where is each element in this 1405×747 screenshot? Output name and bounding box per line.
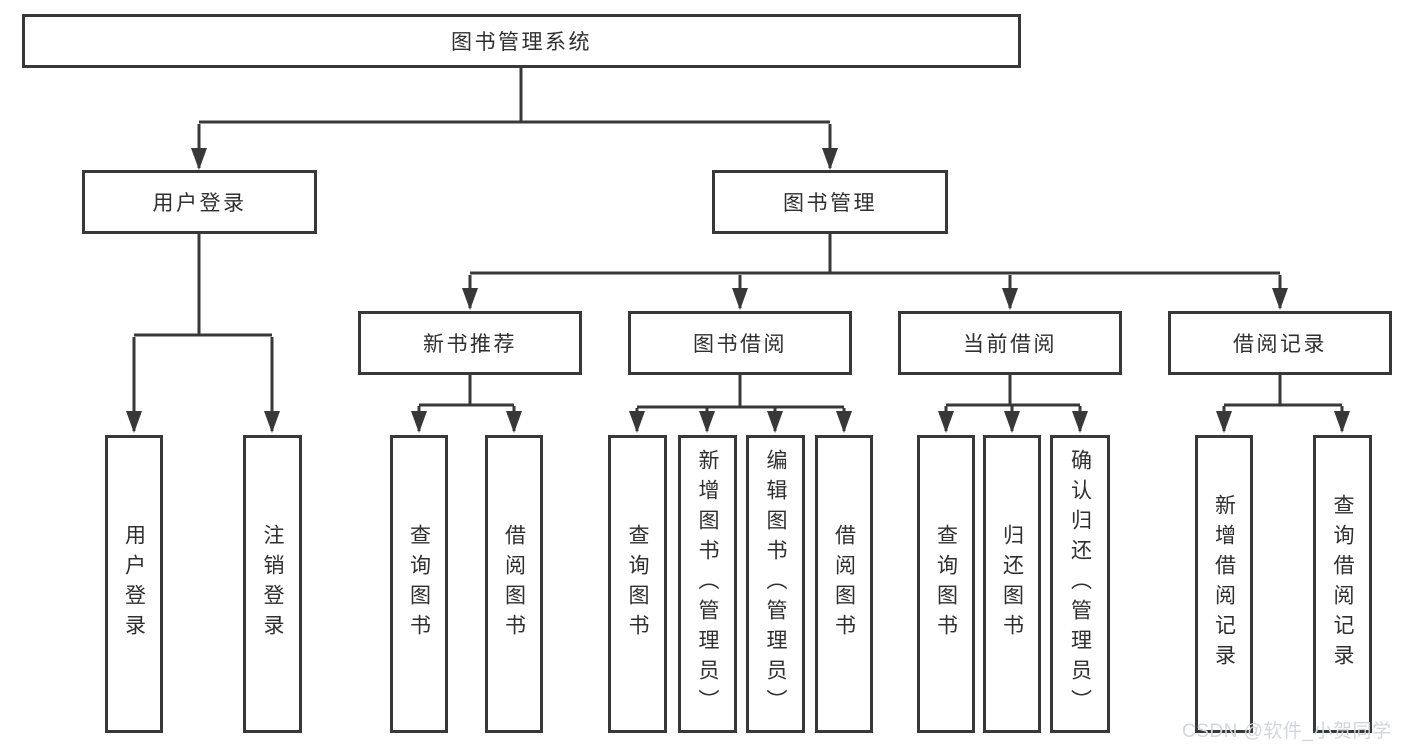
node-book-management: 图书管理 (712, 170, 948, 234)
leaf-edit-books-admin-label: 编辑图书（管理员） (764, 449, 787, 719)
leaf-query-books-current-label: 查询图书 (934, 524, 958, 644)
leaf-query-books-borrow: 查询图书 (608, 435, 667, 733)
leaf-edit-books-admin: 编辑图书（管理员） (746, 435, 805, 733)
leaf-borrow-books-recommend-label: 借阅图书 (502, 524, 526, 644)
leaf-confirm-return-admin: 确认归还（管理员） (1050, 435, 1110, 733)
leaf-borrow-books-recommend: 借阅图书 (485, 435, 543, 733)
node-root-system: 图书管理系统 (22, 14, 1021, 68)
leaf-query-books-recommend-label: 查询图书 (407, 524, 431, 644)
node-user-login: 用户登录 (82, 170, 317, 234)
leaf-add-borrow-record: 新增借阅记录 (1195, 435, 1253, 733)
leaf-add-books-admin-label: 新增图书（管理员） (696, 449, 719, 719)
leaf-query-borrow-record: 查询借阅记录 (1313, 435, 1372, 733)
leaf-query-books-borrow-label: 查询图书 (626, 524, 649, 644)
leaf-query-books-recommend: 查询图书 (390, 435, 448, 733)
leaf-query-borrow-record-label: 查询借阅记录 (1331, 494, 1354, 674)
leaf-logout-label: 注销登录 (261, 524, 284, 644)
csdn-watermark: CSDN @软件_小贺同学 (1182, 721, 1392, 742)
leaf-user-login: 用户登录 (105, 435, 163, 733)
node-borrow-records: 借阅记录 (1168, 311, 1392, 375)
node-current-borrow: 当前借阅 (898, 311, 1122, 375)
node-new-book-recommend: 新书推荐 (358, 311, 582, 375)
leaf-add-borrow-record-label: 新增借阅记录 (1212, 494, 1236, 674)
leaf-confirm-return-admin-label: 确认归还（管理员） (1068, 449, 1092, 719)
leaf-borrow-books: 借阅图书 (815, 435, 873, 733)
leaf-add-books-admin: 新增图书（管理员） (678, 435, 737, 733)
connector-group (126, 68, 1350, 433)
leaf-logout: 注销登录 (243, 435, 302, 733)
node-book-borrow: 图书借阅 (628, 311, 852, 375)
leaf-return-books: 归还图书 (983, 435, 1041, 733)
leaf-query-books-current: 查询图书 (917, 435, 975, 733)
leaf-user-login-label: 用户登录 (122, 524, 146, 644)
leaf-borrow-books-label: 借阅图书 (832, 524, 856, 644)
leaf-return-books-label: 归还图书 (1000, 524, 1024, 644)
